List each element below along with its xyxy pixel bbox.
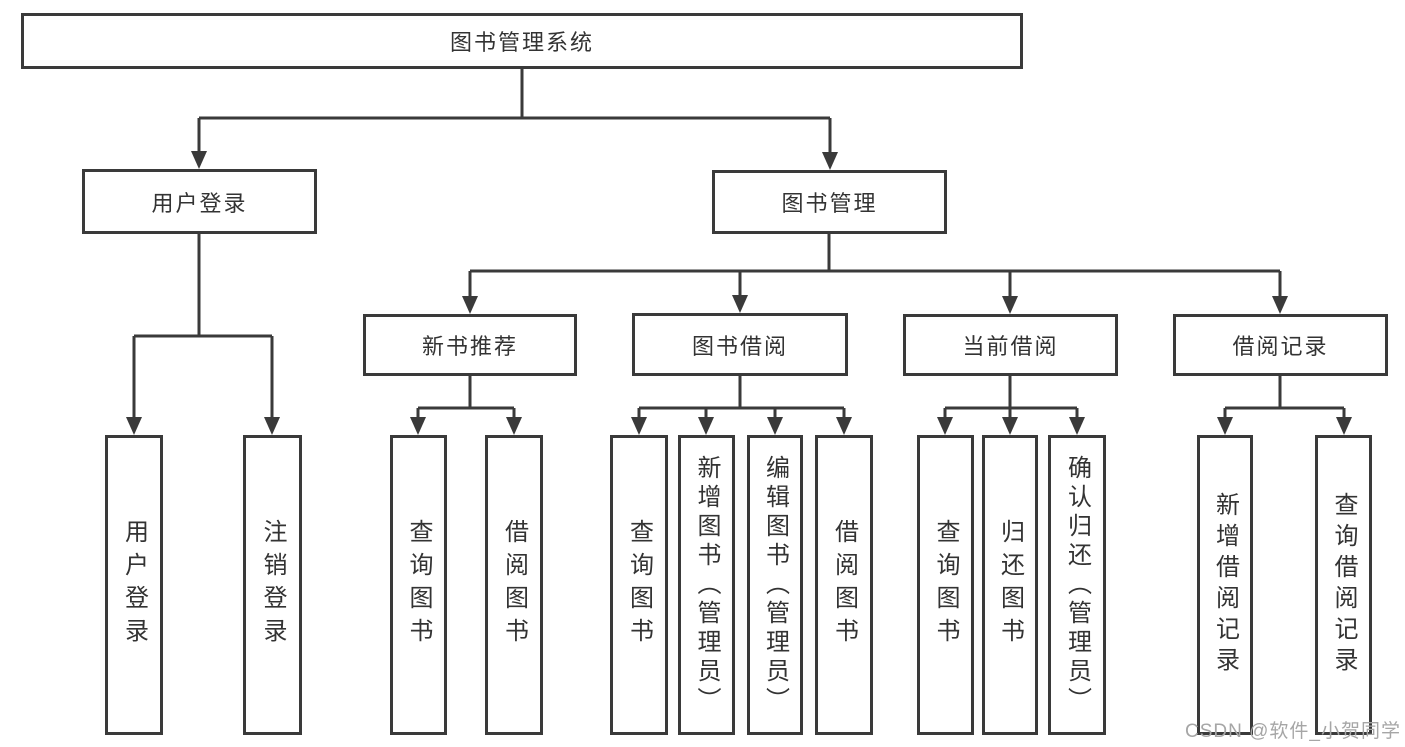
leaf-label: 查询图书 (932, 519, 959, 651)
leaf-confirm-return-admin: 确认归还（管理员） (1048, 435, 1106, 735)
node-user-login: 用户登录 (82, 169, 317, 234)
node-current-borrow: 当前借阅 (903, 314, 1118, 376)
leaf-label: 查询图书 (625, 519, 653, 651)
leaf-borrow-books-recommend: 借阅图书 (485, 435, 543, 735)
leaf-label: 归还图书 (996, 519, 1024, 651)
node-book-borrow: 图书借阅 (632, 313, 848, 376)
node-new-book-recommend: 新书推荐 (363, 314, 577, 376)
leaf-label: 用户登录 (120, 519, 148, 651)
leaf-return-books: 归还图书 (982, 435, 1038, 735)
leaf-label: 新增图书（管理员） (693, 454, 720, 716)
leaf-label: 新增借阅记录 (1211, 492, 1239, 678)
node-borrow-records: 借阅记录 (1173, 314, 1388, 376)
node-library-management-system: 图书管理系统 (21, 13, 1023, 69)
leaf-query-books-recommend: 查询图书 (390, 435, 447, 735)
csdn-watermark: CSDN @软件_小贺同学 (1185, 721, 1401, 742)
leaf-label: 查询图书 (405, 519, 432, 651)
leaf-query-borrow-record: 查询借阅记录 (1315, 435, 1372, 735)
leaf-label: 编辑图书（管理员） (761, 454, 789, 716)
leaf-label: 借阅图书 (830, 519, 858, 651)
leaf-add-borrow-record: 新增借阅记录 (1197, 435, 1253, 735)
leaf-label: 查询借阅记录 (1330, 492, 1357, 678)
leaf-query-books-current: 查询图书 (917, 435, 974, 735)
leaf-edit-books-admin: 编辑图书（管理员） (747, 435, 803, 735)
leaf-label: 借阅图书 (500, 519, 528, 651)
leaf-label: 确认归还（管理员） (1063, 454, 1091, 716)
leaf-label: 注销登录 (259, 519, 286, 651)
leaf-logout: 注销登录 (243, 435, 302, 735)
leaf-add-books-admin: 新增图书（管理员） (678, 435, 735, 735)
node-book-management: 图书管理 (712, 170, 947, 234)
leaf-query-books-borrow: 查询图书 (610, 435, 668, 735)
leaf-user-login: 用户登录 (105, 435, 163, 735)
leaf-borrow-books: 借阅图书 (815, 435, 873, 735)
